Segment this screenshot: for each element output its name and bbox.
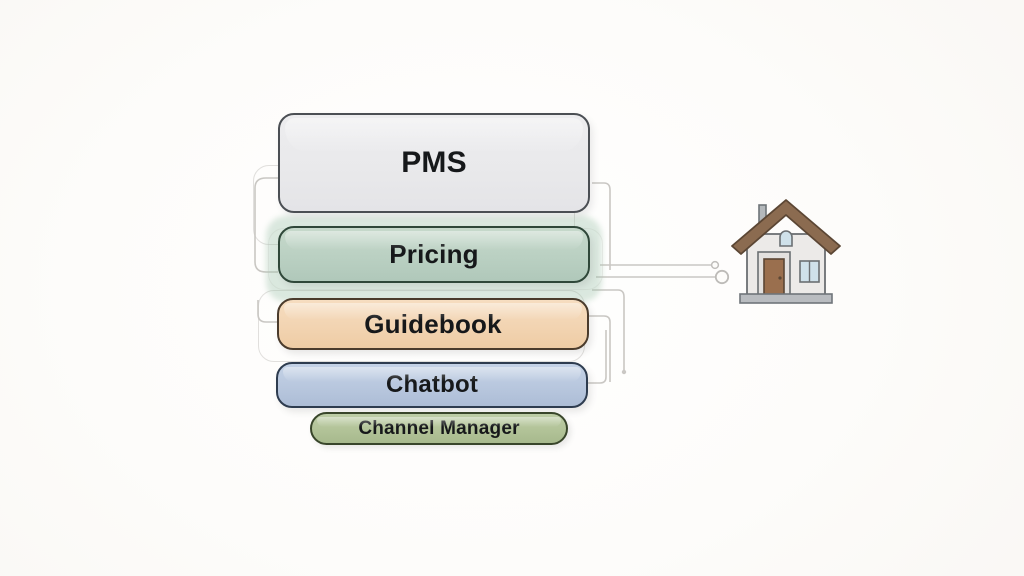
stack-item-pms-label: PMS [401,146,467,179]
connector-endpoint-small [710,260,720,270]
stack-item-chatbot-label: Chatbot [385,371,479,398]
stack-item-chatbot[interactable]: Chatbot [276,362,588,408]
stack-item-guidebook[interactable]: Guidebook [277,298,589,350]
stack-item-pricing-label: Pricing [389,239,479,269]
stack-item-channel-manager[interactable]: Channel Manager [310,412,568,445]
stack-item-pms[interactable]: PMS [278,113,590,213]
house-icon [722,193,850,309]
house-base [739,293,833,304]
connector-endpoint-dot [621,369,627,375]
house-door-knob [778,276,782,280]
stack-item-channel-manager-label: Channel Manager [358,417,520,439]
stack-item-pricing[interactable]: Pricing [278,226,590,283]
stack-item-guidebook-label: Guidebook [364,308,502,339]
house-roof [731,199,841,255]
house-attic-window [779,230,793,247]
